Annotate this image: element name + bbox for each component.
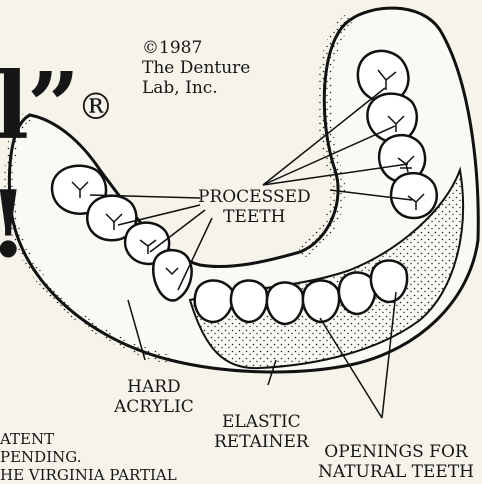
hard-acrylic-line-1: HARD	[114, 377, 194, 397]
elastic-retainer-line-2: RETAINER	[214, 432, 309, 452]
elastic-retainer-line-1: ELASTIC	[214, 412, 309, 432]
hard-acrylic-line-2: ACRYLIC	[114, 397, 194, 417]
copyright-line-1: ©1987	[142, 38, 250, 58]
headline-text: l”	[0, 52, 78, 160]
registered-mark: ®	[78, 87, 112, 128]
headline-fragment: l”®	[0, 60, 112, 152]
processed-teeth-line-1: PROCESSED	[198, 187, 311, 207]
footnote-line-1: ATENT	[0, 430, 177, 448]
processed-teeth-line-2: TEETH	[198, 207, 311, 227]
label-openings: OPENINGS FOR NATURAL TEETH	[318, 442, 474, 482]
label-hard-acrylic: HARD ACRYLIC	[114, 377, 194, 417]
label-processed-teeth: PROCESSED TEETH	[198, 187, 311, 227]
copyright-line-2: The Denture	[142, 58, 250, 78]
footnote-block: ATENT PENDING. HE VIRGINIA PARTIAL	[0, 430, 177, 484]
openings-line-1: OPENINGS FOR	[318, 442, 474, 462]
headline-exclamation-text: !	[0, 170, 26, 278]
footnote-line-3: HE VIRGINIA PARTIAL	[0, 466, 177, 484]
copyright-block: ©1987 The Denture Lab, Inc.	[142, 38, 250, 98]
footnote-line-2: PENDING.	[0, 448, 177, 466]
copyright-line-3: Lab, Inc.	[142, 78, 250, 98]
headline-exclamation: !	[0, 178, 26, 270]
label-elastic-retainer: ELASTIC RETAINER	[214, 412, 309, 452]
openings-line-2: NATURAL TEETH	[318, 462, 474, 482]
